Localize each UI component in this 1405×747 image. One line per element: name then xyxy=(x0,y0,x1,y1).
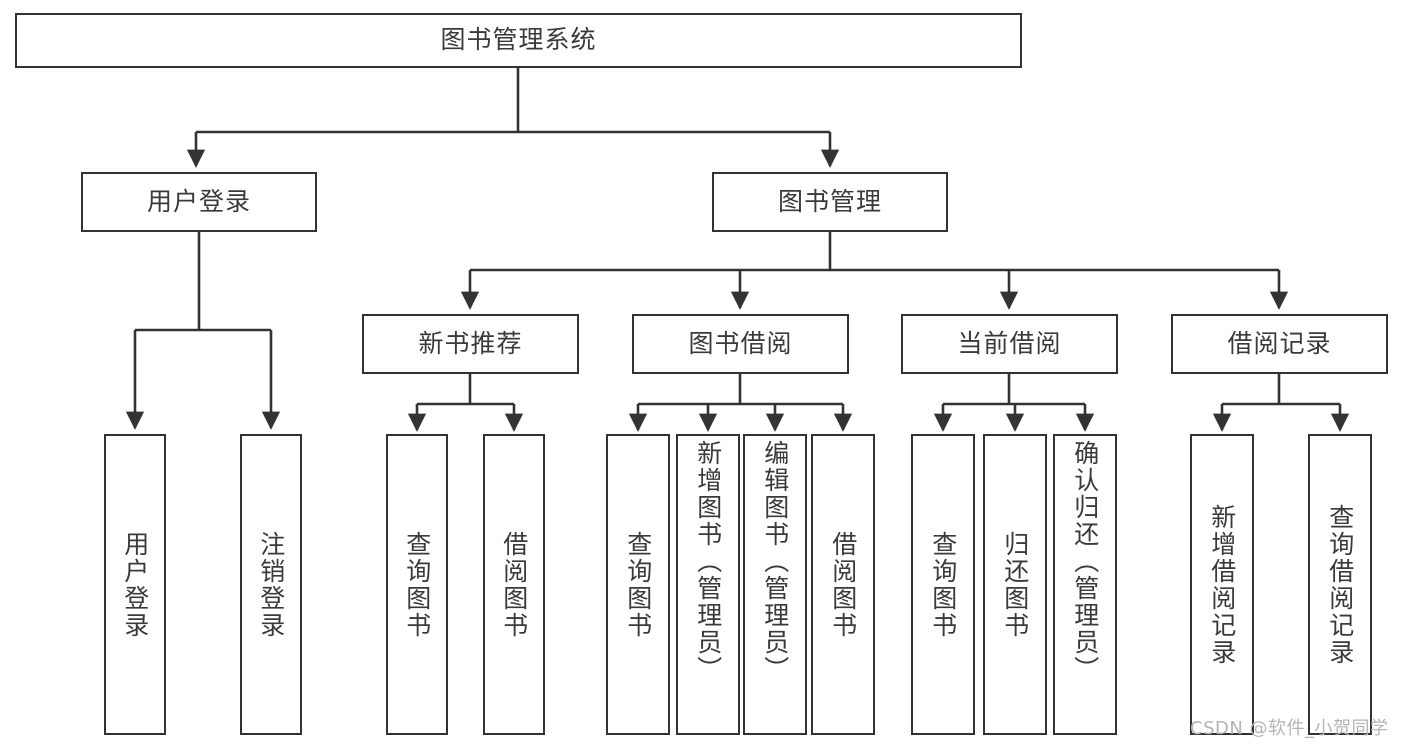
node-book-borrow-label: 图书借阅 xyxy=(688,328,793,358)
leaf-query-book-current-label: 查询图书 xyxy=(928,530,958,639)
leaf-user-login[interactable]: 用户登录 xyxy=(104,434,166,735)
leaf-logout-label: 注销登录 xyxy=(256,530,286,639)
leaf-query-book-borrow[interactable]: 查询图书 xyxy=(606,434,670,735)
leaf-query-book-current[interactable]: 查询图书 xyxy=(911,434,975,735)
node-borrow-record[interactable]: 借阅记录 xyxy=(1171,314,1388,374)
leaf-query-borrow-record-label: 查询借阅记录 xyxy=(1325,503,1355,666)
leaf-borrow-book-newbook[interactable]: 借阅图书 xyxy=(483,434,545,735)
leaf-add-book-admin[interactable]: 新增图书（管理员） xyxy=(676,434,740,735)
leaf-confirm-return-admin-label: 确认归还（管理员） xyxy=(1070,440,1100,683)
leaf-logout[interactable]: 注销登录 xyxy=(240,434,302,735)
leaf-add-borrow-record[interactable]: 新增借阅记录 xyxy=(1190,434,1254,735)
node-new-book-recommend[interactable]: 新书推荐 xyxy=(362,314,579,374)
node-book-management[interactable]: 图书管理 xyxy=(712,172,948,232)
leaf-confirm-return-admin[interactable]: 确认归还（管理员） xyxy=(1053,434,1117,735)
leaf-return-book-label: 归还图书 xyxy=(1000,530,1030,639)
node-current-borrow-label: 当前借阅 xyxy=(957,328,1062,358)
node-book-borrow[interactable]: 图书借阅 xyxy=(632,314,849,374)
node-user-login-label: 用户登录 xyxy=(146,186,251,216)
leaf-borrow-book-borrow-label: 借阅图书 xyxy=(828,530,858,639)
csdn-watermark: CSDN @软件_小贺同学 xyxy=(1190,718,1389,739)
leaf-query-book-newbook[interactable]: 查询图书 xyxy=(386,434,448,735)
node-current-borrow[interactable]: 当前借阅 xyxy=(901,314,1118,374)
leaf-edit-book-admin-label: 编辑图书（管理员） xyxy=(760,440,790,683)
node-root-label: 图书管理系统 xyxy=(440,25,597,55)
node-user-login[interactable]: 用户登录 xyxy=(81,172,317,232)
leaf-query-book-borrow-label: 查询图书 xyxy=(623,530,653,639)
leaf-add-borrow-record-label: 新增借阅记录 xyxy=(1207,503,1237,666)
leaf-query-book-newbook-label: 查询图书 xyxy=(402,530,432,639)
leaf-query-borrow-record[interactable]: 查询借阅记录 xyxy=(1308,434,1372,735)
leaf-user-login-label: 用户登录 xyxy=(120,530,150,639)
leaf-borrow-book-newbook-label: 借阅图书 xyxy=(499,530,529,639)
leaf-add-book-admin-label: 新增图书（管理员） xyxy=(693,440,723,683)
node-root[interactable]: 图书管理系统 xyxy=(15,13,1022,68)
leaf-borrow-book-borrow[interactable]: 借阅图书 xyxy=(811,434,875,735)
node-borrow-record-label: 借阅记录 xyxy=(1227,328,1332,358)
node-book-management-label: 图书管理 xyxy=(777,186,882,216)
leaf-edit-book-admin[interactable]: 编辑图书（管理员） xyxy=(743,434,807,735)
node-new-book-recommend-label: 新书推荐 xyxy=(418,328,523,358)
leaf-return-book[interactable]: 归还图书 xyxy=(983,434,1047,735)
